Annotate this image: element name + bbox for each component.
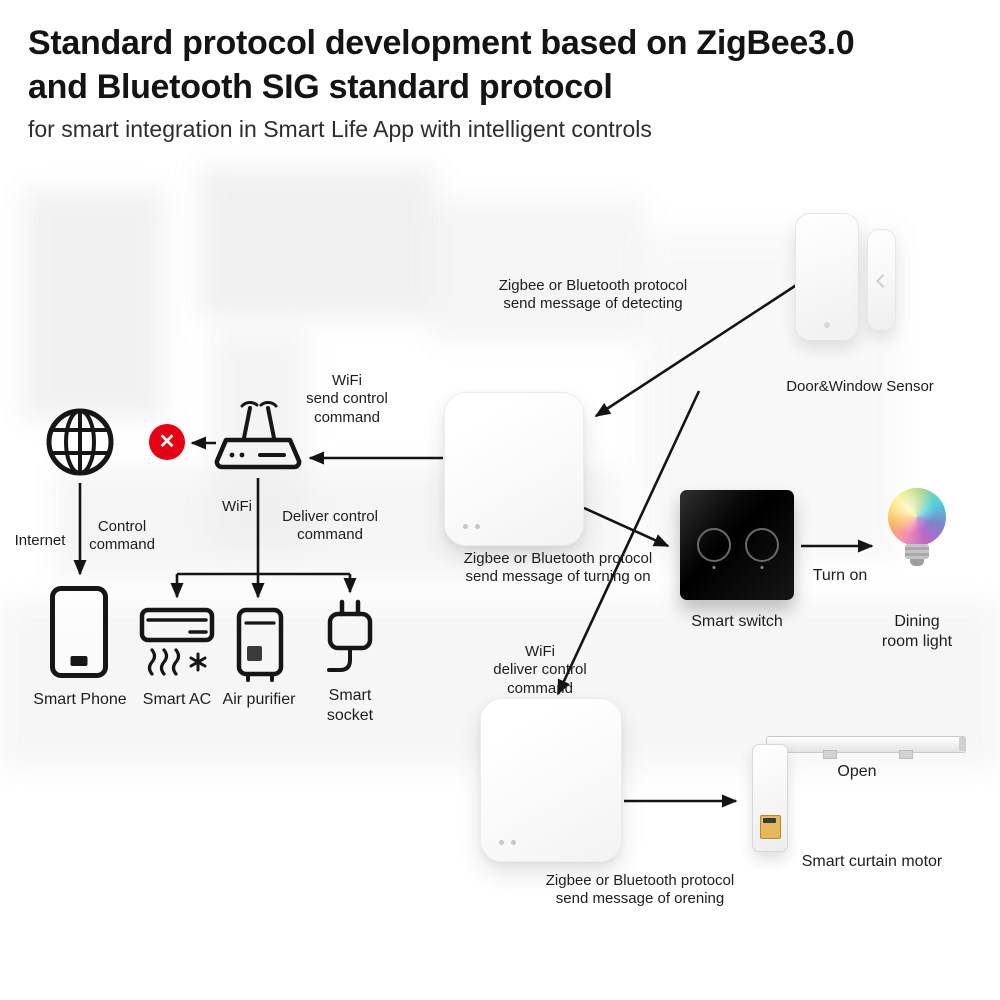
door-window-sensor-icon bbox=[795, 203, 896, 353]
page-subtitle: for smart integration in Smart Life App … bbox=[28, 116, 652, 142]
arrow-sensor-to-gateway1 bbox=[594, 282, 799, 418]
arrow-gateway1-to-switch bbox=[583, 506, 670, 548]
smart-socket-label: Smart socket bbox=[326, 687, 374, 724]
bulb-base bbox=[905, 544, 929, 559]
internet-label: Internet bbox=[14, 532, 66, 549]
air-purifier-label: Air purifier bbox=[222, 691, 296, 708]
sensor-led bbox=[824, 322, 830, 328]
wifi-send-command-label: WiFi send control command bbox=[306, 372, 388, 426]
internet-globe-icon bbox=[46, 408, 114, 476]
light-bulb-icon bbox=[888, 488, 946, 546]
curtain-hook bbox=[823, 750, 837, 759]
control-command-label: Control command bbox=[89, 518, 155, 554]
gateway-hub-2 bbox=[480, 698, 622, 862]
smart-switch-icon bbox=[680, 490, 794, 600]
bulb-tip bbox=[910, 559, 924, 566]
curtain-hook bbox=[899, 750, 913, 759]
sensor-magnet bbox=[867, 229, 896, 331]
motor-display bbox=[760, 815, 781, 839]
background-watermark bbox=[24, 190, 164, 420]
gateway-led bbox=[511, 840, 516, 845]
gateway-led bbox=[499, 840, 504, 845]
dining-light-label: Dining room light bbox=[881, 613, 953, 650]
smart-phone-label: Smart Phone bbox=[33, 691, 127, 708]
door-sensor-label: Door&Window Sensor bbox=[786, 378, 934, 395]
sensor-body bbox=[795, 213, 859, 341]
gateway-led bbox=[463, 524, 468, 529]
smart-switch-label: Smart switch bbox=[691, 613, 783, 630]
turn-on-label: Turn on bbox=[812, 567, 868, 584]
gateway-hub-1 bbox=[444, 392, 584, 546]
curtain-rail bbox=[766, 736, 966, 759]
rail-end-cap bbox=[959, 736, 966, 751]
wifi-label: WiFi bbox=[222, 498, 252, 515]
chevron-left-icon bbox=[875, 273, 891, 289]
smart-socket-icon bbox=[327, 599, 373, 672]
smart-ac-label: Smart AC bbox=[142, 691, 212, 708]
arrow-wifi-to-gateway2 bbox=[556, 390, 701, 696]
detecting-message-label: Zigbee or Bluetooth protocol send messag… bbox=[498, 277, 688, 313]
background-watermark bbox=[430, 200, 645, 340]
page-title-line2: and Bluetooth SIG standard protocol bbox=[28, 67, 613, 106]
curtain-motor-icon bbox=[752, 744, 788, 852]
gateway-led bbox=[475, 524, 480, 529]
deliver-control-label: Deliver control command bbox=[282, 508, 378, 544]
opening-message-label: Zigbee or Bluetooth protocol send messag… bbox=[545, 872, 735, 908]
page-title-line1: Standard protocol development based on Z… bbox=[28, 24, 855, 62]
smart-ac-icon bbox=[139, 607, 215, 676]
open-label: Open bbox=[837, 763, 877, 780]
air-purifier-icon bbox=[236, 607, 284, 682]
switch-button bbox=[745, 528, 779, 562]
page-title: Standard protocol development based on Z… bbox=[28, 22, 855, 109]
smart-phone-icon bbox=[50, 586, 108, 678]
wifi-deliver-command-label: WiFi deliver control command bbox=[493, 643, 587, 697]
wifi-router-icon bbox=[214, 401, 302, 470]
switch-button bbox=[697, 528, 731, 562]
turning-on-message-label: Zigbee or Bluetooth protocol send messag… bbox=[463, 550, 653, 586]
background-watermark bbox=[200, 168, 435, 318]
line-router-to-devices bbox=[177, 478, 350, 576]
error-x-icon: ✕ bbox=[149, 424, 185, 460]
curtain-motor-label: Smart curtain motor bbox=[801, 853, 943, 870]
phone-speaker bbox=[70, 656, 88, 666]
